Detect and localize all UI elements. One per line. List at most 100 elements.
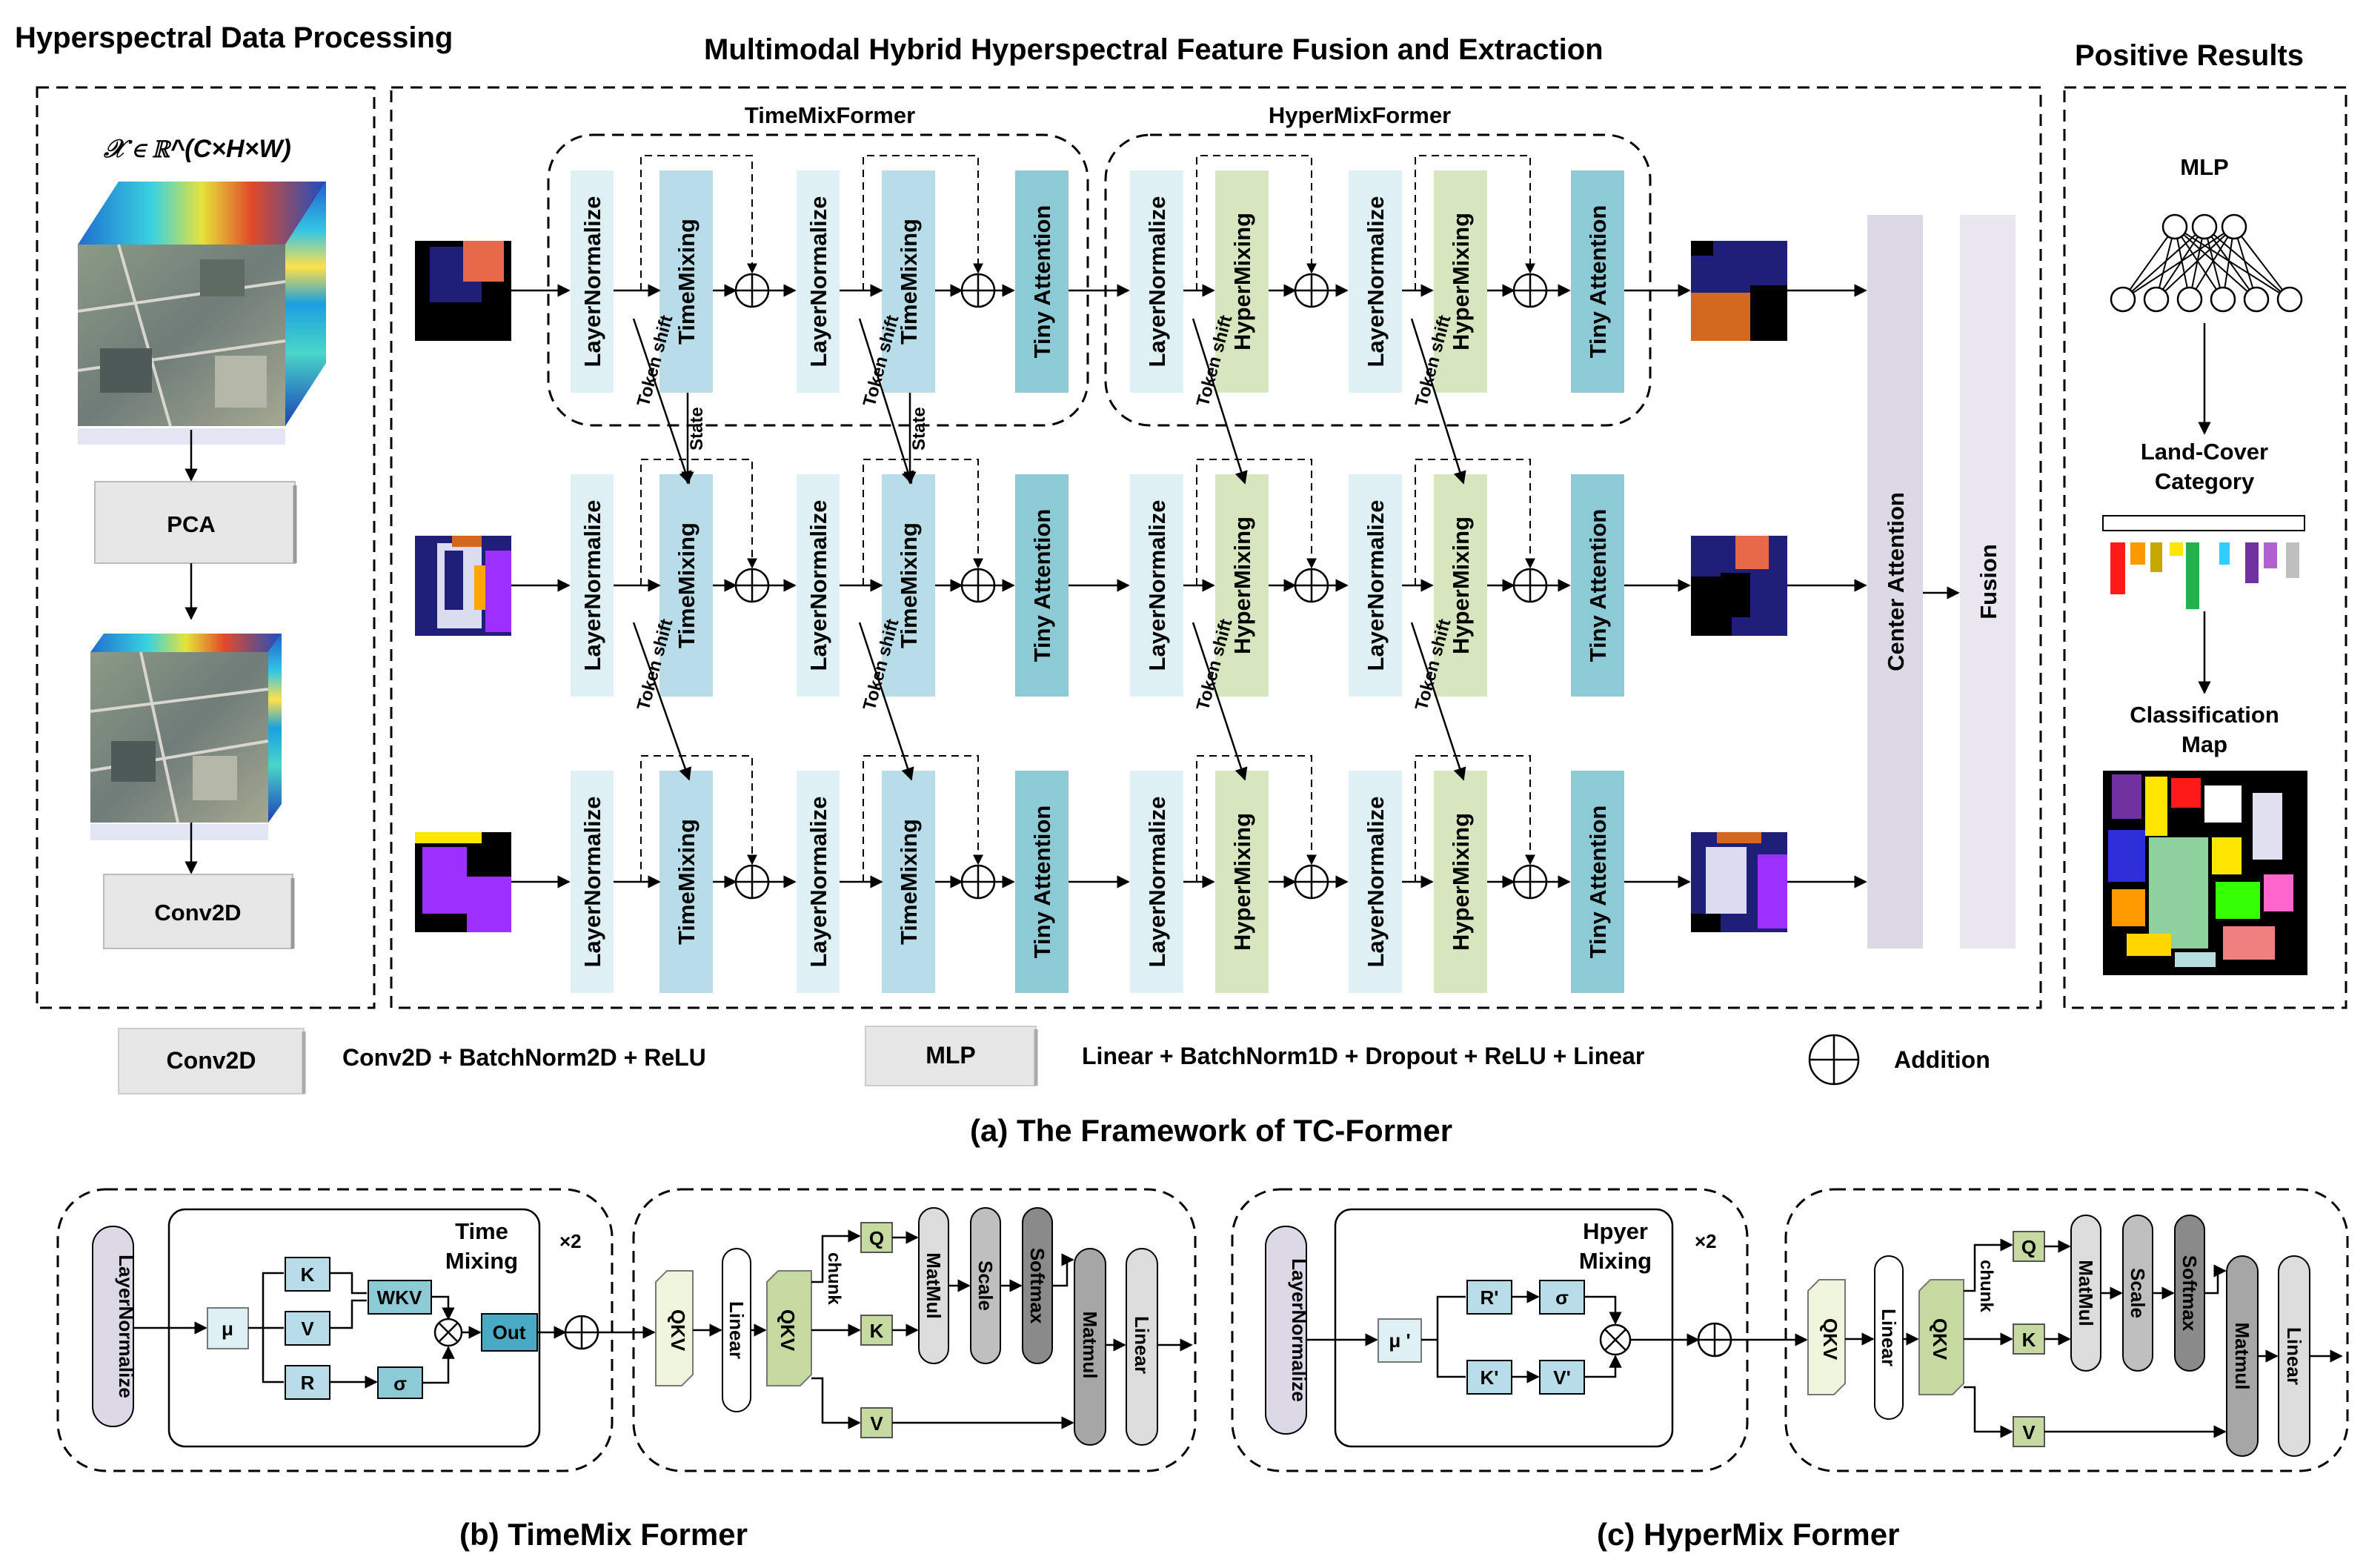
hm-title-2: Mixing	[1579, 1248, 1652, 1274]
tiny-attention-label: Tiny Attention	[1029, 509, 1055, 662]
layer-normalize-label: LayerNormalize	[1144, 797, 1170, 968]
layer-normalize-block: LayerNormalize	[797, 170, 840, 393]
layer-normalize-label: LayerNormalize	[579, 500, 605, 671]
tm-softmax: Softmax	[1026, 1248, 1049, 1324]
time-mixing-label: TimeMixing	[674, 819, 700, 945]
hm-layer-norm-label: LayerNormalize	[1288, 1258, 1310, 1402]
group-label-timemix: TimeMixFormer	[745, 102, 915, 128]
hm-linear2: Linear	[2283, 1327, 2305, 1385]
hm-qkv-input: QKV	[1819, 1318, 1841, 1361]
pca-label: PCA	[167, 511, 215, 537]
heading-positive-results: Positive Results	[2075, 39, 2304, 72]
tiny-attention-block: Tiny Attention	[1571, 474, 1624, 697]
time-mixing-block: TimeMixing	[882, 170, 935, 393]
layer-normalize-block: LayerNormalize	[571, 474, 614, 697]
addition-symbol	[1512, 273, 1548, 308]
hyper-mixing-label: HyperMixing	[1229, 213, 1255, 351]
tm-qkv-split: QKV	[777, 1309, 799, 1352]
addition-symbol	[960, 864, 996, 900]
layer-normalize-label: LayerNormalize	[1363, 797, 1389, 968]
timemix-group-frame	[547, 133, 1089, 427]
tm-v2: V	[870, 1412, 883, 1435]
layer-normalize-block: LayerNormalize	[1349, 474, 1402, 697]
token-shift-arrow	[858, 318, 914, 485]
hyper-mixing-label: HyperMixing	[1229, 516, 1255, 654]
tm-r: R	[301, 1372, 315, 1394]
tm-k: K	[301, 1263, 315, 1286]
time-mixing-label: TimeMixing	[674, 522, 700, 648]
layer-normalize-label: LayerNormalize	[1363, 500, 1389, 671]
panel-data-processing	[36, 86, 376, 1009]
hm-qkv-split: QKV	[1929, 1318, 1951, 1361]
legend-conv2d-box-label: Conv2D	[167, 1047, 256, 1074]
addition-symbol	[1512, 568, 1548, 603]
layer-normalize-block: LayerNormalize	[1349, 170, 1402, 393]
hm-softmax: Softmax	[2179, 1255, 2201, 1332]
caption-c: (c) HyperMix Former	[1597, 1517, 1899, 1552]
output-patch-3	[1691, 832, 1787, 932]
tm-linear2: Linear	[1131, 1316, 1153, 1374]
tm-matmul2: Matmul	[1079, 1312, 1101, 1379]
tm-sigma: σ	[393, 1372, 407, 1395]
hm-mu: μ '	[1389, 1329, 1410, 1352]
fusion-block: Fusion	[1960, 215, 2016, 949]
land-cover-label-1: Land-Cover	[2141, 439, 2268, 465]
addition-symbol	[1294, 273, 1329, 308]
tm-out: Out	[493, 1321, 526, 1343]
layer-normalize-block: LayerNormalize	[1130, 170, 1183, 393]
layer-normalize-block: LayerNormalize	[571, 771, 614, 993]
tm-title-1: Time	[455, 1218, 508, 1244]
addition-symbol	[960, 568, 996, 603]
time-mixing-label: TimeMixing	[896, 522, 922, 648]
tiny-attention-block: Tiny Attention	[1571, 771, 1624, 993]
tm-layer-norm-label: LayerNormalize	[115, 1255, 137, 1398]
layer-normalize-label: LayerNormalize	[1144, 500, 1170, 671]
time-mixing-block: TimeMixing	[882, 771, 935, 993]
hyperspectral-cube	[77, 182, 326, 445]
hyper-mixing-block: HyperMixing	[1434, 771, 1487, 993]
heading-data-processing: Hyperspectral Data Processing	[15, 21, 453, 54]
state-label: State	[909, 407, 929, 451]
legend-conv2d-box	[118, 1028, 305, 1094]
tiny-attention-label: Tiny Attention	[1029, 805, 1055, 959]
conv2d-label: Conv2D	[154, 900, 241, 926]
addition-symbol	[960, 273, 996, 308]
tm-linear: Linear	[725, 1301, 748, 1359]
processing-row-2: LayerNormalize TimeMixing LayerNormalize Ti…	[415, 459, 1867, 697]
tm-times: ×2	[559, 1230, 582, 1252]
layer-normalize-label: LayerNormalize	[805, 500, 831, 671]
addition-symbol	[1294, 864, 1329, 900]
panel-positive-results	[2063, 86, 2347, 1009]
layer-normalize-block: LayerNormalize	[571, 170, 614, 393]
hm-chunk: chunk	[1976, 1260, 1996, 1312]
layer-normalize-label: LayerNormalize	[805, 797, 831, 968]
hyper-mixing-label: HyperMixing	[1448, 813, 1474, 951]
legend-addition-label: Addition	[1894, 1046, 1990, 1073]
layer-normalize-block: LayerNormalize	[1130, 474, 1183, 697]
hypermix-group-frame	[1104, 133, 1652, 427]
layer-normalize-block: LayerNormalize	[797, 474, 840, 697]
hm-r: R'	[1481, 1286, 1499, 1309]
tm-v: V	[301, 1318, 314, 1340]
state-label: State	[687, 407, 707, 451]
conv2d-box: Conv2D	[103, 874, 295, 949]
layer-normalize-block: LayerNormalize	[797, 771, 840, 993]
heading-feature-fusion: Multimodal Hybrid Hyperspectral Feature …	[704, 33, 1604, 66]
reduced-cube	[90, 634, 282, 840]
hm-title-1: Hpyer	[1583, 1218, 1648, 1244]
token-shift-arrow	[1410, 622, 1466, 781]
hyper-mixing-label: HyperMixing	[1229, 813, 1255, 951]
layer-normalize-label: LayerNormalize	[579, 196, 605, 368]
hm-sigma: σ	[1555, 1286, 1569, 1309]
layer-normalize-block: LayerNormalize	[1130, 771, 1183, 993]
tm-mu: μ	[222, 1318, 233, 1340]
addition-symbol	[734, 568, 770, 603]
classification-map	[2103, 771, 2307, 975]
tm-title-2: Mixing	[445, 1248, 518, 1274]
output-patch-1	[1691, 241, 1787, 341]
hm-k: K'	[1481, 1366, 1499, 1389]
time-mixing-label: TimeMixing	[896, 819, 922, 945]
category-bar-frame	[2102, 515, 2305, 531]
tm-q: Q	[869, 1227, 884, 1249]
hm-v: V'	[1553, 1366, 1571, 1389]
